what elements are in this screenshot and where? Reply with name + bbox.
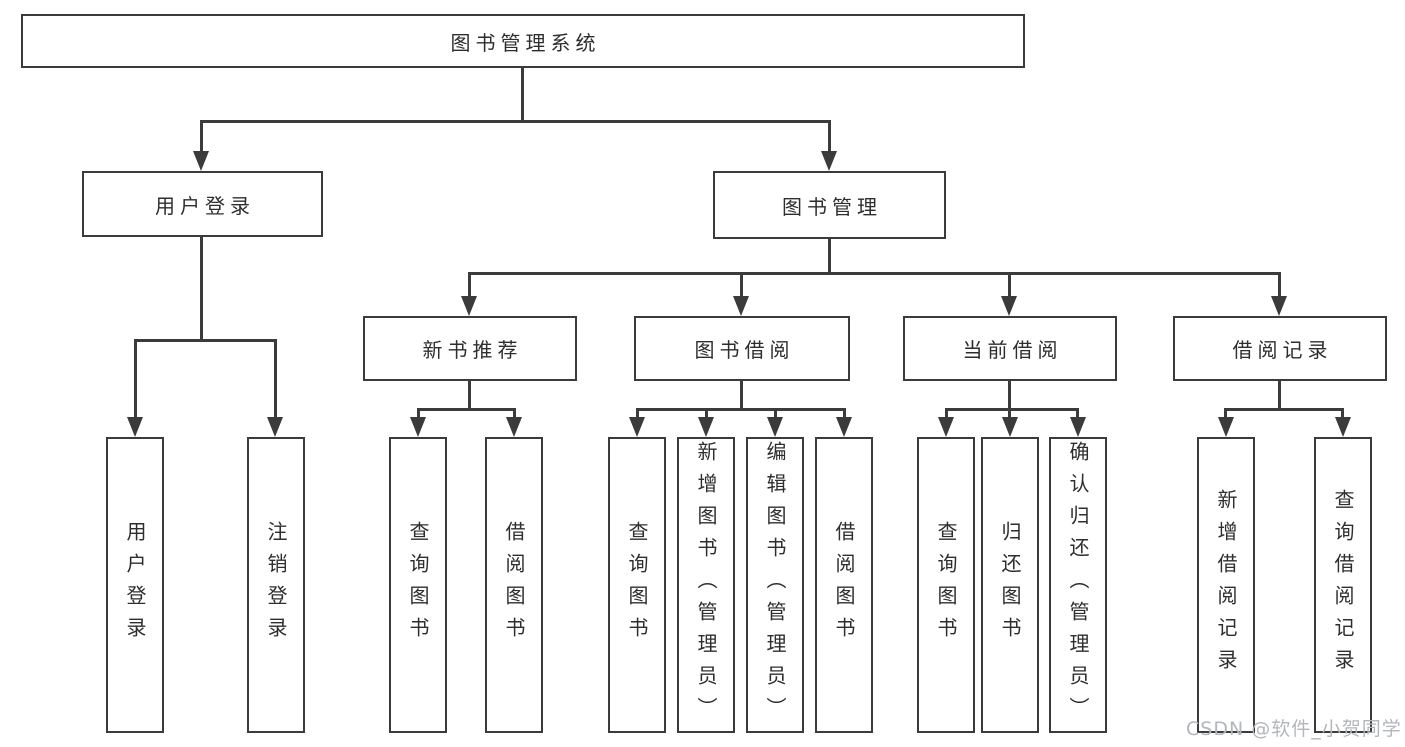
connector-arm-rec-borrow (513, 408, 516, 417)
arrow-down-icon (821, 151, 837, 171)
node-book-borrow: 图书借阅 (634, 316, 850, 381)
node-current-borrow: 当前借阅 (903, 316, 1117, 381)
connector-arm-borrow-records (1278, 272, 1281, 296)
leaf-cb-confirm-return: 确认归还（管理员） (1049, 437, 1107, 733)
arrow-down-icon (1335, 417, 1351, 437)
arrow-down-icon (506, 417, 522, 437)
arrow-down-icon (267, 417, 283, 437)
node-label: 查询图书 (934, 521, 958, 649)
arrow-down-icon (461, 296, 477, 316)
connector-user-login-split (134, 339, 277, 342)
csdn-watermark: CSDN @软件_小贺同学 (1186, 718, 1402, 740)
node-user-login: 用户登录 (82, 171, 323, 237)
arrow-down-icon (410, 417, 426, 437)
connector-book-mgmt-stem (828, 239, 831, 272)
leaf-cb-query-book: 查询图书 (917, 437, 975, 733)
connector-user-login-stem (200, 237, 203, 339)
arrow-down-icon (629, 417, 645, 437)
connector-arm-br-query (1341, 408, 1344, 417)
arrow-down-icon (938, 417, 954, 437)
node-label: 查询图书 (406, 521, 430, 649)
node-label: 编辑图书（管理员） (763, 441, 787, 729)
leaf-bb-query-book: 查询图书 (608, 437, 666, 733)
arrow-down-icon (1271, 296, 1287, 316)
node-label: 新书推荐 (422, 338, 523, 362)
arrow-down-icon (698, 417, 714, 437)
connector-arm-book-borrow (740, 272, 743, 296)
leaf-bb-add-book: 新增图书（管理员） (677, 437, 735, 733)
connector-arm-leaf-logout (274, 339, 277, 417)
node-new-book-recommend: 新书推荐 (363, 316, 577, 381)
leaf-rec-borrow-book: 借阅图书 (485, 437, 543, 733)
connector-arm-new-book-rec (468, 272, 471, 296)
leaf-bb-edit-book: 编辑图书（管理员） (746, 437, 804, 733)
connector-arm-bb-edit (774, 408, 777, 417)
connector-bb-split (636, 408, 845, 411)
connector-arm-cb-query (945, 408, 948, 417)
node-label: 归还图书 (998, 521, 1022, 649)
arrow-down-icon (1070, 417, 1086, 437)
connector-root-stem (521, 68, 524, 120)
connector-bb-stem (740, 381, 743, 408)
arrow-down-icon (767, 417, 783, 437)
arrow-down-icon (1218, 417, 1234, 437)
connector-arm-user-login (200, 120, 203, 151)
arrow-down-icon (733, 296, 749, 316)
connector-arm-bb-borrow (843, 408, 846, 417)
node-borrow-records: 借阅记录 (1173, 316, 1387, 381)
leaf-rec-query-book: 查询图书 (389, 437, 447, 733)
connector-rec-stem (468, 381, 471, 408)
node-label: 查询借阅记录 (1331, 489, 1355, 681)
node-label: 注销登录 (264, 521, 288, 649)
connector-cb-split (945, 408, 1079, 411)
leaf-br-query-record: 查询借阅记录 (1314, 437, 1372, 733)
node-label: 借阅记录 (1232, 338, 1333, 362)
leaf-logout: 注销登录 (247, 437, 305, 733)
connector-arm-bb-query (636, 408, 639, 417)
connector-br-stem (1278, 381, 1281, 408)
leaf-user-login: 用户登录 (106, 437, 164, 733)
connector-arm-leaf-user-login (134, 339, 137, 417)
arrow-down-icon (193, 151, 209, 171)
node-label: 确认归还（管理员） (1066, 441, 1090, 729)
leaf-br-add-record: 新增借阅记录 (1197, 437, 1255, 733)
node-label: 借阅图书 (832, 521, 856, 649)
connector-rec-split (417, 408, 516, 411)
connector-level2-split (200, 120, 831, 123)
node-label: 图书管理系统 (450, 30, 601, 55)
arrow-down-icon (1002, 417, 1018, 437)
leaf-bb-borrow-book: 借阅图书 (815, 437, 873, 733)
arrow-down-icon (127, 417, 143, 437)
arrow-down-icon (1001, 296, 1017, 316)
connector-arm-br-add (1224, 408, 1227, 417)
leaf-cb-return-book: 归还图书 (981, 437, 1039, 733)
node-label: 用户登录 (155, 193, 255, 218)
connector-br-split (1224, 408, 1343, 411)
connector-arm-book-mgmt (828, 120, 831, 151)
node-label: 用户登录 (123, 521, 147, 649)
node-label: 新增图书（管理员） (694, 441, 718, 729)
node-label: 图书借阅 (694, 338, 795, 362)
connector-arm-rec-query (417, 408, 420, 417)
node-book-management: 图书管理 (713, 171, 946, 239)
node-label: 查询图书 (625, 521, 649, 649)
connector-level3-split (468, 272, 1281, 275)
arrow-down-icon (836, 417, 852, 437)
node-library-system: 图书管理系统 (21, 14, 1025, 68)
node-label: 新增借阅记录 (1214, 489, 1238, 681)
connector-arm-cb-confirm (1076, 408, 1079, 417)
connector-arm-bb-add (705, 408, 708, 417)
node-label: 图书管理 (782, 194, 882, 219)
connector-arm-current-borrow (1008, 272, 1011, 296)
node-label: 当前借阅 (962, 338, 1063, 362)
node-label: 借阅图书 (502, 521, 526, 649)
connector-arm-cb-return (1008, 408, 1011, 417)
connector-cb-stem (1008, 381, 1011, 408)
